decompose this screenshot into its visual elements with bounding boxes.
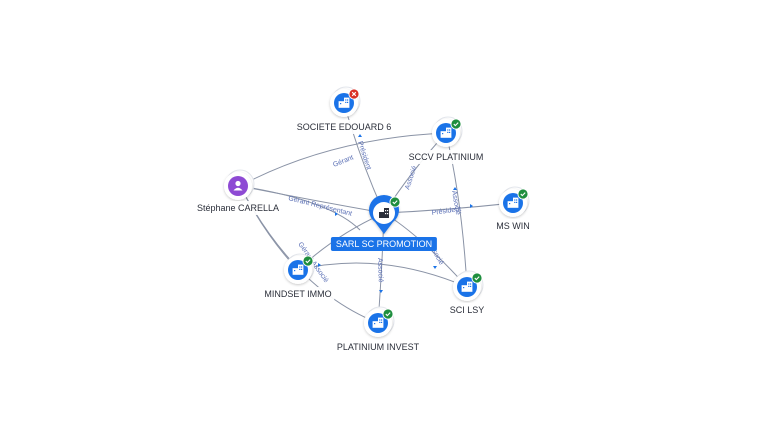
check-icon xyxy=(382,308,394,320)
node-societe-edouard-6[interactable] xyxy=(330,86,361,117)
edge-carella-sccv xyxy=(239,132,447,187)
edge-mindset-scilsy xyxy=(297,262,468,288)
person-icon xyxy=(233,180,243,191)
building-icon xyxy=(372,317,384,328)
edge-label-gerant: Gérant xyxy=(332,154,355,169)
edge-label-president-edouard: Président xyxy=(356,140,372,170)
check-icon xyxy=(389,196,401,208)
arrow-icon xyxy=(379,290,383,293)
node-label-ms-win[interactable]: MS WIN xyxy=(493,219,533,233)
edge-label-associe-sccv: Associé xyxy=(404,165,418,191)
center-node-label[interactable]: SARL SC PROMOTION xyxy=(330,237,438,251)
check-icon xyxy=(471,272,483,284)
node-sci-lsy[interactable] xyxy=(453,270,484,301)
node-ms-win[interactable] xyxy=(499,186,530,217)
arrow-icon xyxy=(358,134,362,137)
node-label-societe-edouard-6[interactable]: SOCIETE EDOUARD 6 xyxy=(293,120,395,134)
edge-label-associe-scilsy: Associé xyxy=(450,190,461,215)
node-stephane-carella[interactable] xyxy=(224,169,255,200)
building-icon xyxy=(338,97,350,108)
node-platinium-invest[interactable] xyxy=(364,306,395,337)
arrow-icon xyxy=(470,204,473,208)
node-label-mindset-immo[interactable]: MINDSET IMMO xyxy=(261,287,335,301)
edge-label-associe-platinium: Associé xyxy=(376,258,384,283)
node-label-sci-lsy[interactable]: SCI LSY xyxy=(446,303,488,317)
arrow-icon xyxy=(318,263,321,267)
building-icon xyxy=(379,208,389,218)
close-icon xyxy=(348,88,360,100)
nodes xyxy=(224,86,530,337)
node-label-sccv-platinium[interactable]: SCCV PLATINIUM xyxy=(405,150,487,164)
building-icon xyxy=(292,264,304,275)
edge-sccv-scilsy xyxy=(445,132,468,288)
arrow-icon xyxy=(335,212,338,216)
building-icon xyxy=(461,281,473,292)
node-label-platinium-invest[interactable]: PLATINIUM INVEST xyxy=(333,340,423,354)
arrow-icon xyxy=(453,187,457,190)
check-icon xyxy=(450,118,462,130)
center-node[interactable] xyxy=(369,195,401,234)
check-icon xyxy=(517,188,529,200)
edge-arrows xyxy=(318,134,473,293)
node-sccv-platinium[interactable] xyxy=(432,116,463,147)
edge-label-president-mswin: Président xyxy=(431,206,461,217)
edge-label-gerant-representant: Gérant Représentant xyxy=(288,195,353,218)
node-label-stephane-carella[interactable]: Stéphane CARELLA xyxy=(193,201,283,215)
check-icon xyxy=(302,255,314,267)
arrow-icon xyxy=(433,266,437,269)
edge-carella-center-2 xyxy=(239,185,361,231)
node-mindset-immo[interactable] xyxy=(284,253,315,284)
building-icon xyxy=(440,127,452,138)
building-icon xyxy=(507,197,519,208)
